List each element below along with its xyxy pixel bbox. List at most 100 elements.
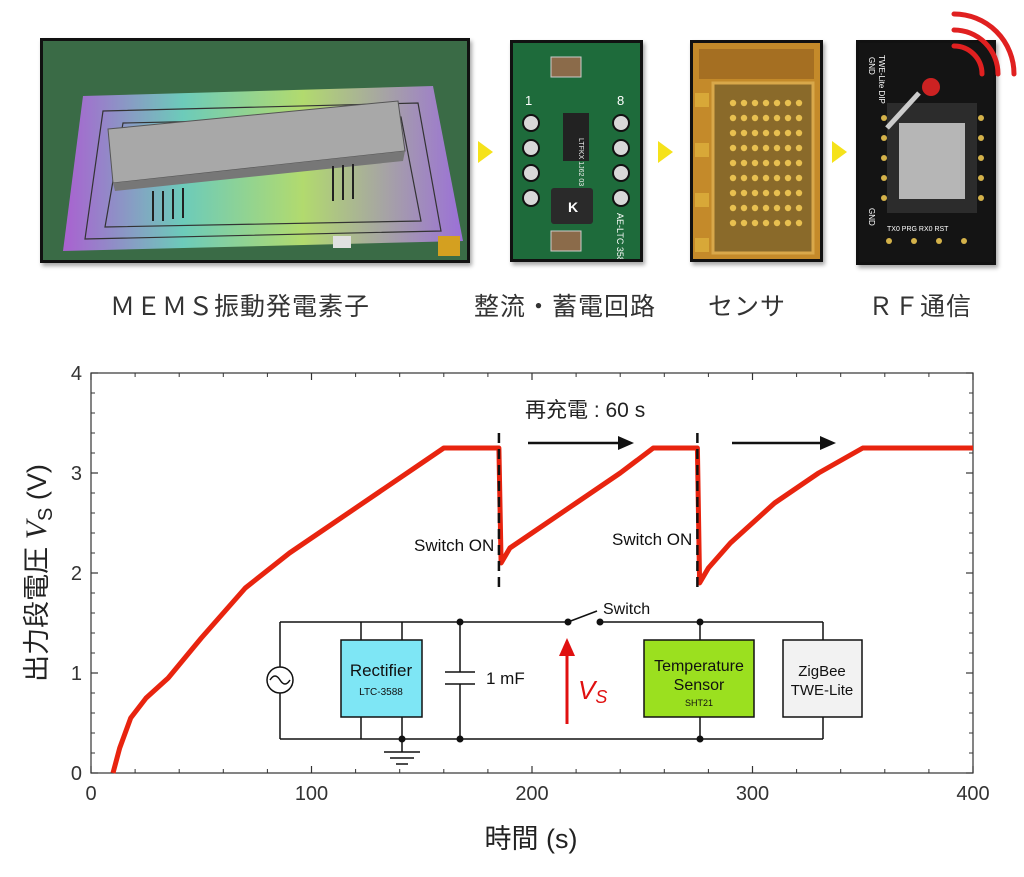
sensor-pad bbox=[795, 144, 803, 152]
sensor-pad bbox=[784, 159, 792, 167]
rectifier-box bbox=[340, 639, 423, 718]
sensor-pad bbox=[729, 99, 737, 107]
sensor-pad bbox=[729, 219, 737, 227]
sensor-pad bbox=[784, 129, 792, 137]
sensor-pad bbox=[784, 204, 792, 212]
sensor-pad bbox=[751, 144, 759, 152]
sensor-part: SHT21 bbox=[685, 698, 713, 708]
sensor-pad bbox=[795, 114, 803, 122]
switch-label: Switch bbox=[603, 601, 650, 618]
y-axis-label: 出力段電圧 VS (V) bbox=[20, 464, 57, 682]
sensor-pad bbox=[740, 174, 748, 182]
sensor-pad bbox=[729, 159, 737, 167]
mems-device-illustration bbox=[43, 41, 467, 260]
sensor-pad bbox=[795, 99, 803, 107]
wireless-signal-icon bbox=[951, 11, 1017, 77]
sensor-title-1: Temperature bbox=[654, 658, 744, 675]
sensor-pad bbox=[751, 219, 759, 227]
x-tick-label: 100 bbox=[295, 783, 328, 805]
sensor-pad bbox=[762, 144, 770, 152]
sensor-pad bbox=[740, 204, 748, 212]
sensor-pad bbox=[729, 129, 737, 137]
sensor-pad bbox=[762, 129, 770, 137]
rectifier-part: LTC-3588 bbox=[359, 687, 403, 698]
circuit-diagram bbox=[279, 610, 824, 765]
flow-arrow-3-icon bbox=[832, 141, 847, 163]
sensor-pad bbox=[740, 144, 748, 152]
sensor-title-2: Sensor bbox=[674, 677, 725, 694]
x-tick-label: 400 bbox=[956, 783, 989, 805]
board-illustration: 1 8 K LTFKX 1J62 03 AE-LTC 3588-1 bbox=[513, 43, 640, 259]
board-chip-label: LTFKX 1J62 03 bbox=[577, 138, 584, 186]
switch-on-label-2: Switch ON bbox=[612, 530, 692, 549]
board-pin-1-label: 1 bbox=[525, 93, 532, 108]
sensor-pad bbox=[762, 114, 770, 122]
sensor-pad bbox=[773, 99, 781, 107]
sensor-pad bbox=[795, 159, 803, 167]
x-axis-label: 時間 (s) bbox=[485, 824, 578, 854]
rectifier-board-photo: 1 8 K LTFKX 1J62 03 AE-LTC 3588-1 bbox=[510, 40, 643, 262]
ac-source-icon bbox=[266, 666, 294, 694]
sensor-pad bbox=[729, 114, 737, 122]
sensor-pad bbox=[784, 219, 792, 227]
board-k-label: K bbox=[568, 199, 578, 215]
sensor-pad bbox=[784, 114, 792, 122]
recharge-arrow-1-icon bbox=[528, 436, 634, 450]
sensor-pad bbox=[773, 174, 781, 182]
y-tick-label: 2 bbox=[71, 563, 82, 585]
sensor-pad bbox=[795, 219, 803, 227]
y-tick-label: 0 bbox=[71, 763, 82, 785]
sensor-pad bbox=[762, 219, 770, 227]
sensor-pad bbox=[729, 204, 737, 212]
sensor-pad bbox=[740, 219, 748, 227]
sensor-pad bbox=[751, 174, 759, 182]
zigbee-line-1: ZigBee bbox=[798, 663, 846, 680]
sensor-pad bbox=[740, 114, 748, 122]
mems-photo bbox=[40, 38, 470, 263]
vs-arrow-icon bbox=[559, 638, 575, 724]
voltage-series-line bbox=[110, 445, 973, 774]
x-tick-label: 300 bbox=[736, 783, 769, 805]
y-tick-label: 4 bbox=[71, 363, 82, 385]
sensor-pad bbox=[740, 189, 748, 197]
sensor-chip-illustration bbox=[693, 43, 820, 259]
y-tick-label: 3 bbox=[71, 463, 82, 485]
recharge-arrow-2-icon bbox=[732, 436, 836, 450]
sensor-pad bbox=[773, 144, 781, 152]
sensor-photo bbox=[690, 40, 823, 262]
sensor-pad bbox=[751, 159, 759, 167]
caption-rectifier: 整流・蓄電回路 bbox=[474, 292, 657, 321]
sensor-pad bbox=[784, 144, 792, 152]
rectifier-title: Rectifier bbox=[350, 661, 413, 680]
rf-gnd2-label: GND bbox=[867, 208, 876, 226]
switch-on-label-1: Switch ON bbox=[414, 536, 494, 555]
board-side-label: AE-LTC 3588-1 bbox=[615, 213, 625, 259]
sensor-pad bbox=[762, 189, 770, 197]
x-tick-label: 0 bbox=[85, 783, 96, 805]
sensor-pad bbox=[751, 99, 759, 107]
sensor-pad bbox=[762, 174, 770, 182]
sensor-pad bbox=[773, 189, 781, 197]
rf-label: TWE-Lite DIP bbox=[877, 55, 886, 104]
caption-sensor: センサ bbox=[708, 292, 787, 321]
rf-gnd-label: GND bbox=[867, 57, 876, 75]
sensor-pad bbox=[729, 189, 737, 197]
flow-arrow-2-icon bbox=[658, 141, 673, 163]
sensor-pad bbox=[773, 159, 781, 167]
sensor-pad bbox=[751, 204, 759, 212]
sensor-pad bbox=[795, 204, 803, 212]
sensor-pad bbox=[762, 99, 770, 107]
zigbee-line-2: TWE-Lite bbox=[791, 682, 854, 699]
sensor-pad bbox=[729, 174, 737, 182]
sensor-pad bbox=[740, 129, 748, 137]
flow-arrow-1-icon bbox=[478, 141, 493, 163]
circuit-nodes bbox=[398, 618, 704, 743]
rf-module-photo: TWE-Lite DIP GND GND TX0 PRG RX0 RST bbox=[856, 40, 996, 265]
y-tick-label: 1 bbox=[71, 663, 82, 685]
caption-rf: ＲＦ通信 bbox=[868, 292, 973, 321]
sensor-pad bbox=[740, 159, 748, 167]
sensor-pad bbox=[795, 174, 803, 182]
sensor-pad bbox=[762, 204, 770, 212]
vs-label: VS bbox=[578, 675, 607, 707]
temperature-sensor-box bbox=[643, 639, 755, 718]
